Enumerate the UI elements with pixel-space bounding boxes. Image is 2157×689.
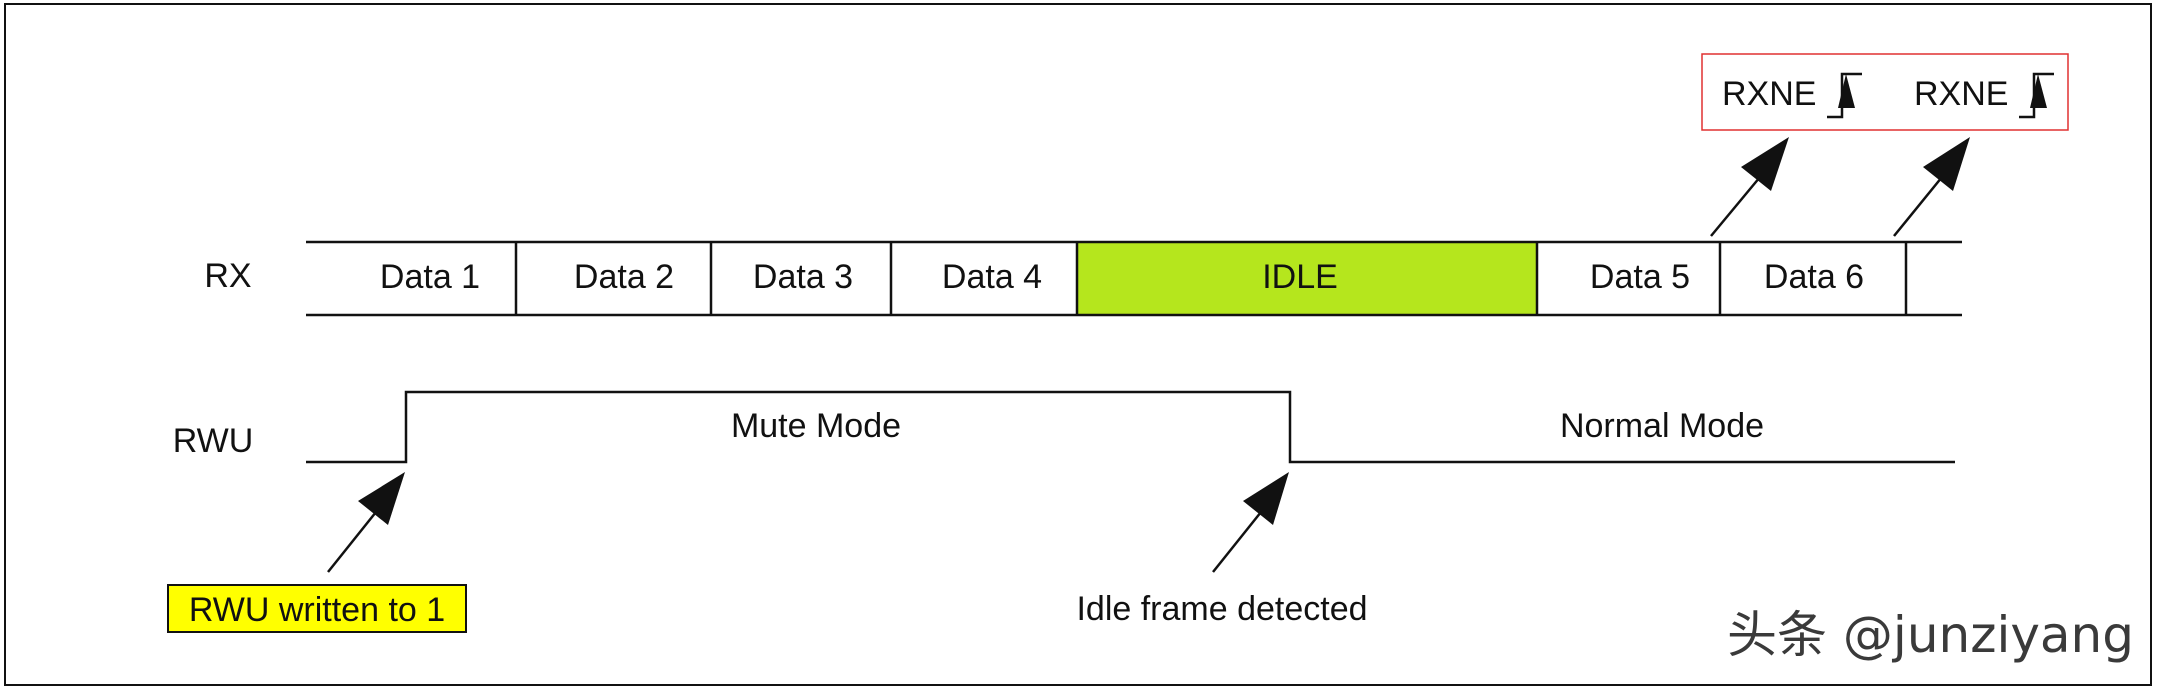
watermark-text: 头条 @junziyang <box>1727 606 2134 664</box>
rising-edge-icon <box>2019 72 2054 119</box>
rx-frame-label: Data 5 <box>1590 258 1690 296</box>
rx-frame-label: Data 6 <box>1764 258 1864 296</box>
diagram-border <box>4 3 2152 686</box>
rxne-label: RXNE <box>1914 75 2008 113</box>
rxne-arrow-data6 <box>1893 137 1970 237</box>
rwu-written-arrow <box>327 472 405 573</box>
rising-edge-icon <box>1827 72 1862 119</box>
rx-frame-label-idle: IDLE <box>1262 258 1338 296</box>
idle-detected-arrow <box>1212 472 1289 573</box>
rx-frame-label: Data 4 <box>942 258 1042 296</box>
mute-mode-label: Mute Mode <box>731 407 901 445</box>
rx-frame-label: Data 1 <box>380 258 480 296</box>
rx-frame-row: Data 1 Data 2 Data 3 Data 4 IDLE Data 5 … <box>306 240 1962 317</box>
rx-signal-label: RX <box>204 257 251 295</box>
rwu-written-callout-box <box>167 584 467 633</box>
idle-detected-text: Idle frame detected <box>1076 590 1367 628</box>
idle-frame-fill <box>1077 243 1537 315</box>
rwu-signal-label: RWU <box>173 422 254 460</box>
rxne-arrow-data5 <box>1710 137 1789 237</box>
rxne-label: RXNE <box>1722 75 1816 113</box>
rx-frame-label: Data 2 <box>574 258 674 296</box>
rwu-waveform <box>306 390 1955 464</box>
rx-frame-label: Data 3 <box>753 258 853 296</box>
rwu-written-callout-text: RWU written to 1 <box>189 591 445 629</box>
normal-mode-label: Normal Mode <box>1560 407 1764 445</box>
rxne-box <box>1701 53 2069 131</box>
